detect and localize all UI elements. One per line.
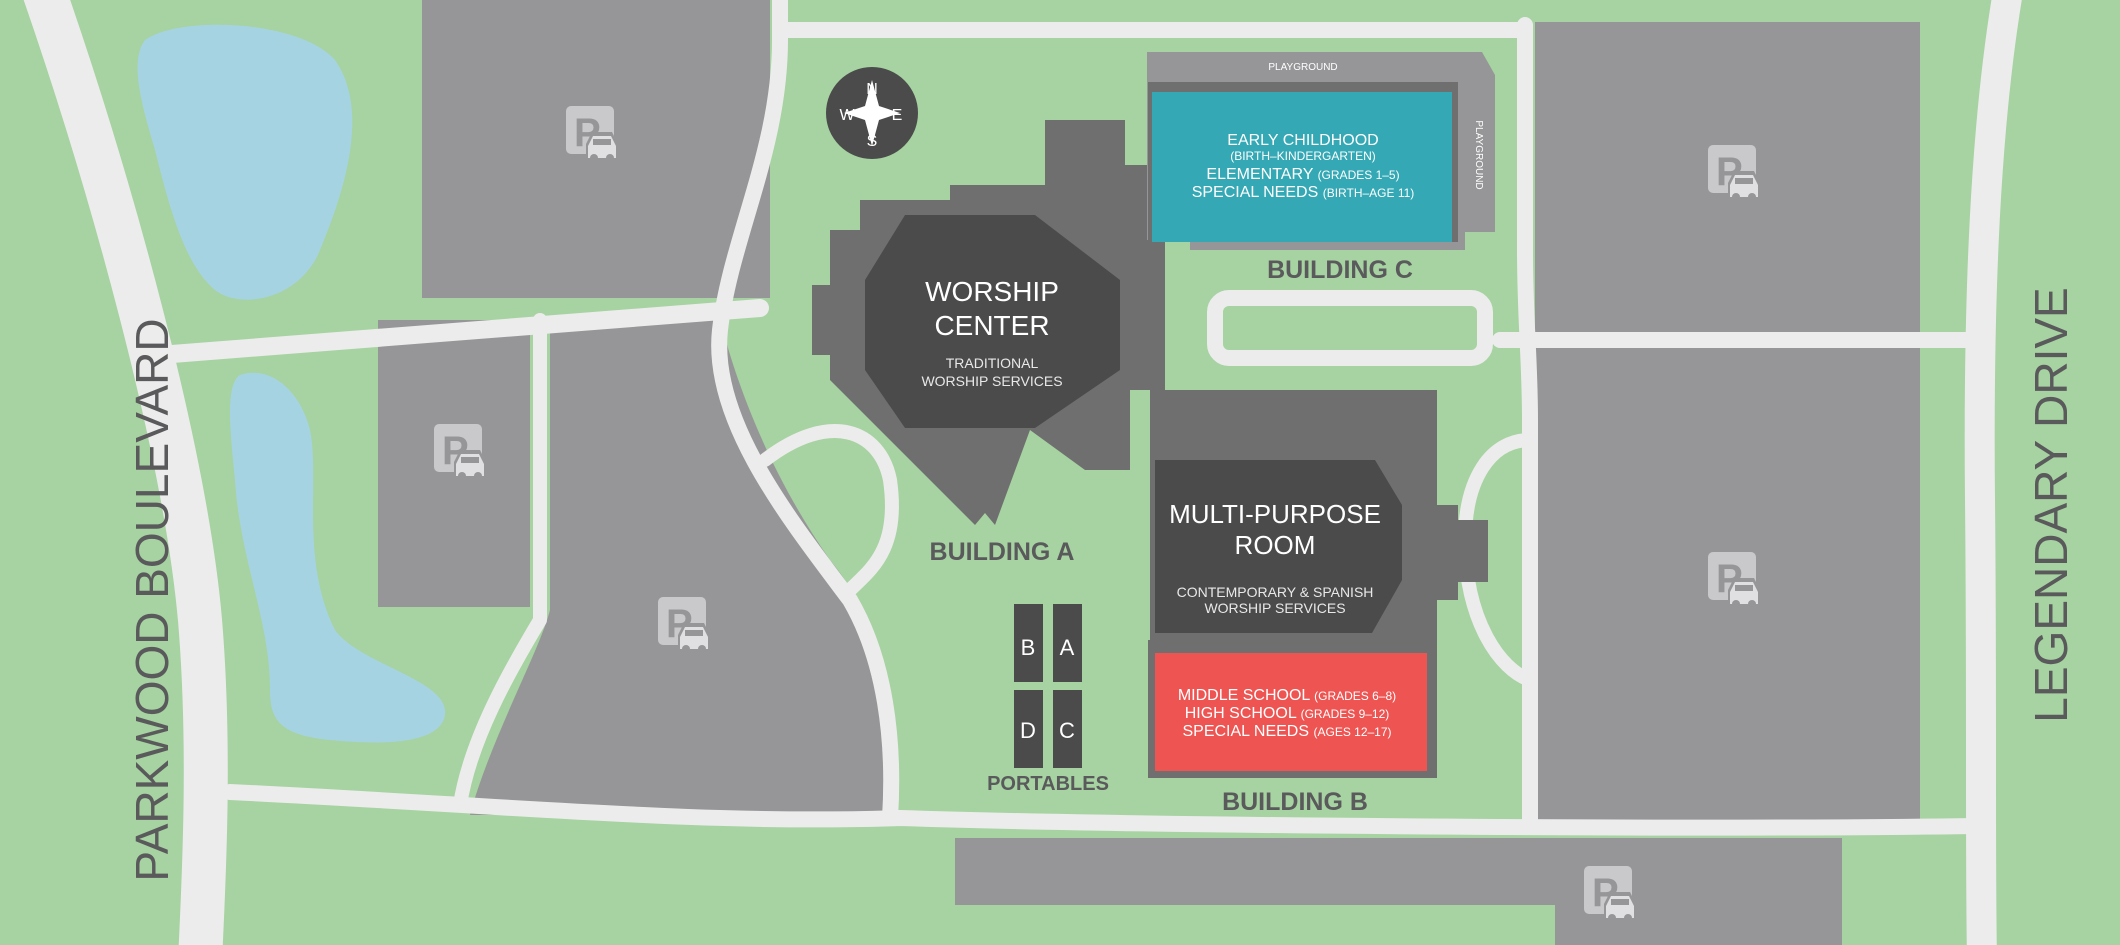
center-west-drive — [711, 0, 900, 826]
worship-center-shape — [865, 215, 1120, 428]
building-c-line3-sub: (GRADES 1–5) — [1318, 168, 1400, 182]
building-b-line2-sub: (GRADES 9–12) — [1301, 707, 1390, 721]
building-c-line3-main: ELEMENTARY — [1206, 166, 1313, 183]
mpr-title-line1: MULTI-PURPOSE — [1169, 499, 1381, 529]
lot-divider-road — [453, 313, 547, 812]
portables-label: PORTABLES — [987, 773, 1109, 795]
compass-north: N — [866, 81, 878, 98]
building-b-line3: SPECIAL NEEDS (AGES 12–17) — [1182, 723, 1391, 740]
parkwood-boulevard-label: PARKWOOD BOULEVARD — [126, 318, 178, 881]
building-b-line1-sub: (GRADES 6–8) — [1314, 689, 1396, 703]
building-a[interactable]: WORSHIP CENTER TRADITIONAL WORSHIP SERVI… — [812, 120, 1175, 566]
portable-b-label: B — [1021, 635, 1036, 660]
compass-south: S — [867, 133, 878, 150]
parking-lots — [378, 0, 1920, 945]
drop-off-loop — [1207, 290, 1493, 366]
compass: N S E W — [826, 67, 918, 159]
building-c-line3: ELEMENTARY (GRADES 1–5) — [1206, 166, 1399, 183]
parking-icon — [566, 106, 618, 162]
pond-south — [230, 372, 446, 743]
east-connector-road — [1517, 17, 1538, 833]
compass-star-icon — [844, 80, 900, 146]
building-b-label: BUILDING B — [1222, 788, 1368, 816]
south-road — [222, 784, 1983, 836]
building-b[interactable]: MULTI-PURPOSE ROOM CONTEMPORARY & SPANIS… — [1148, 390, 1488, 816]
mpr-sub-line2: WORSHIP SERVICES — [1204, 600, 1345, 616]
building-c-line4: SPECIAL NEEDS (BIRTH–AGE 11) — [1192, 184, 1415, 201]
parking-icon — [1708, 552, 1760, 608]
compass-east: E — [892, 107, 903, 124]
parking-icon — [1584, 866, 1636, 922]
building-b-line2: HIGH SCHOOL (GRADES 9–12) — [1185, 705, 1390, 722]
building-b-red-area — [1155, 653, 1427, 771]
portables[interactable]: B A D C PORTABLES — [987, 604, 1109, 795]
building-b-line1: MIDDLE SCHOOL (GRADES 6–8) — [1178, 687, 1396, 704]
portable-b[interactable] — [1014, 604, 1043, 682]
parking-icon — [1708, 145, 1760, 201]
mpr-title-line2: ROOM — [1235, 530, 1316, 560]
building-c-line4-main: SPECIAL NEEDS — [1192, 184, 1319, 201]
legendary-drive-road — [1964, 0, 2022, 945]
building-c-line4-sub: (BIRTH–AGE 11) — [1323, 186, 1415, 200]
parkwood-boulevard-road — [23, 0, 228, 945]
building-a-label: BUILDING A — [930, 538, 1075, 566]
multi-purpose-room-shape — [1155, 460, 1402, 633]
portable-c[interactable] — [1053, 690, 1082, 768]
portable-a[interactable] — [1053, 604, 1082, 682]
building-b-line1-main: MIDDLE SCHOOL — [1178, 687, 1311, 704]
building-c-line2: (BIRTH–KINDERGARTEN) — [1230, 149, 1376, 163]
parking-icon — [434, 424, 486, 480]
west-entrance-road — [163, 299, 769, 363]
mpr-sub-line1: CONTEMPORARY & SPANISH — [1177, 584, 1374, 600]
worship-center-title-line1: WORSHIP — [925, 276, 1059, 307]
playground-side-label: PLAYGROUND — [1473, 120, 1484, 189]
parking-lot-south — [955, 838, 1842, 945]
building-c-line1: EARLY CHILDHOOD — [1227, 132, 1378, 149]
compass-west: W — [839, 107, 855, 124]
portable-d[interactable] — [1014, 690, 1043, 768]
loop-road-west — [758, 424, 899, 597]
building-b-line3-main: SPECIAL NEEDS — [1182, 723, 1309, 740]
worship-center-sub-line1: TRADITIONAL — [946, 355, 1039, 371]
building-b-line3-sub: (AGES 12–17) — [1313, 725, 1391, 739]
portable-c-label: C — [1059, 718, 1075, 743]
parking-icon — [658, 597, 710, 653]
building-c-label: BUILDING C — [1267, 256, 1413, 284]
legendary-drive-label: LEGENDARY DRIVE — [2025, 287, 2077, 722]
pond-north — [137, 24, 353, 300]
worship-center-title-line2: CENTER — [934, 310, 1049, 341]
worship-center-sub-line2: WORSHIP SERVICES — [921, 373, 1062, 389]
playground-top-label: PLAYGROUND — [1268, 62, 1337, 73]
parking-lot-southwest — [470, 318, 891, 815]
portable-d-label: D — [1020, 718, 1036, 743]
building-b-line2-main: HIGH SCHOOL — [1185, 705, 1297, 722]
building-c-teal-area — [1152, 92, 1452, 242]
building-c[interactable]: PLAYGROUND PLAYGROUND EARLY CHILDHOOD (B… — [1147, 52, 1495, 284]
portable-a-label: A — [1060, 635, 1075, 660]
